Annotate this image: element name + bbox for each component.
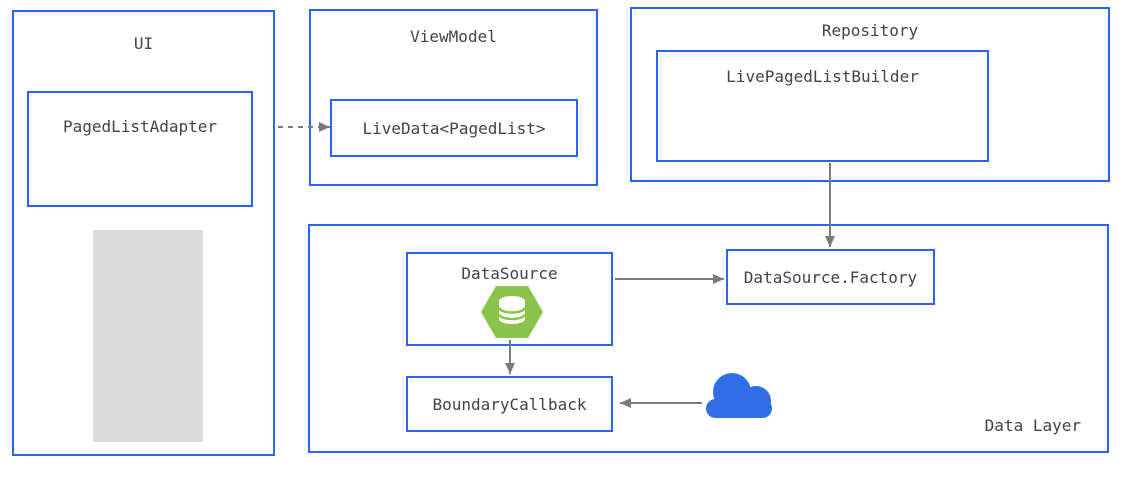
paged-list-adapter-label: PagedListAdapter (62, 117, 218, 136)
boundary-callback-box: BoundaryCallback (406, 376, 613, 432)
datasource-factory-box: DataSource.Factory (726, 249, 935, 305)
repository-container: Repository (630, 7, 1110, 182)
ui-container: UI (12, 10, 275, 456)
viewmodel-container-label: ViewModel (410, 27, 497, 46)
ui-container-label: UI (133, 34, 154, 53)
datasource-label: DataSource (461, 264, 558, 283)
boundary-callback-label: BoundaryCallback (432, 394, 587, 414)
viewmodel-container: ViewModel (309, 9, 598, 186)
list-placeholder (93, 230, 203, 442)
data-layer-container: Data Layer (308, 224, 1109, 453)
repository-container-label: Repository (821, 21, 919, 40)
datasource-box: DataSource (406, 252, 613, 346)
live-paged-list-builder-box: LivePagedListBuilder (656, 50, 989, 162)
live-paged-list-builder-label: LivePagedListBuilder (726, 67, 919, 86)
data-layer-label: Data Layer (984, 416, 1081, 435)
paged-list-adapter-box: PagedListAdapter (27, 91, 253, 207)
datasource-factory-label: DataSource.Factory (743, 267, 918, 287)
livedata-pagedlist-box: LiveData<PagedList> (330, 99, 578, 157)
livedata-pagedlist-label: LiveData<PagedList> (362, 118, 546, 138)
